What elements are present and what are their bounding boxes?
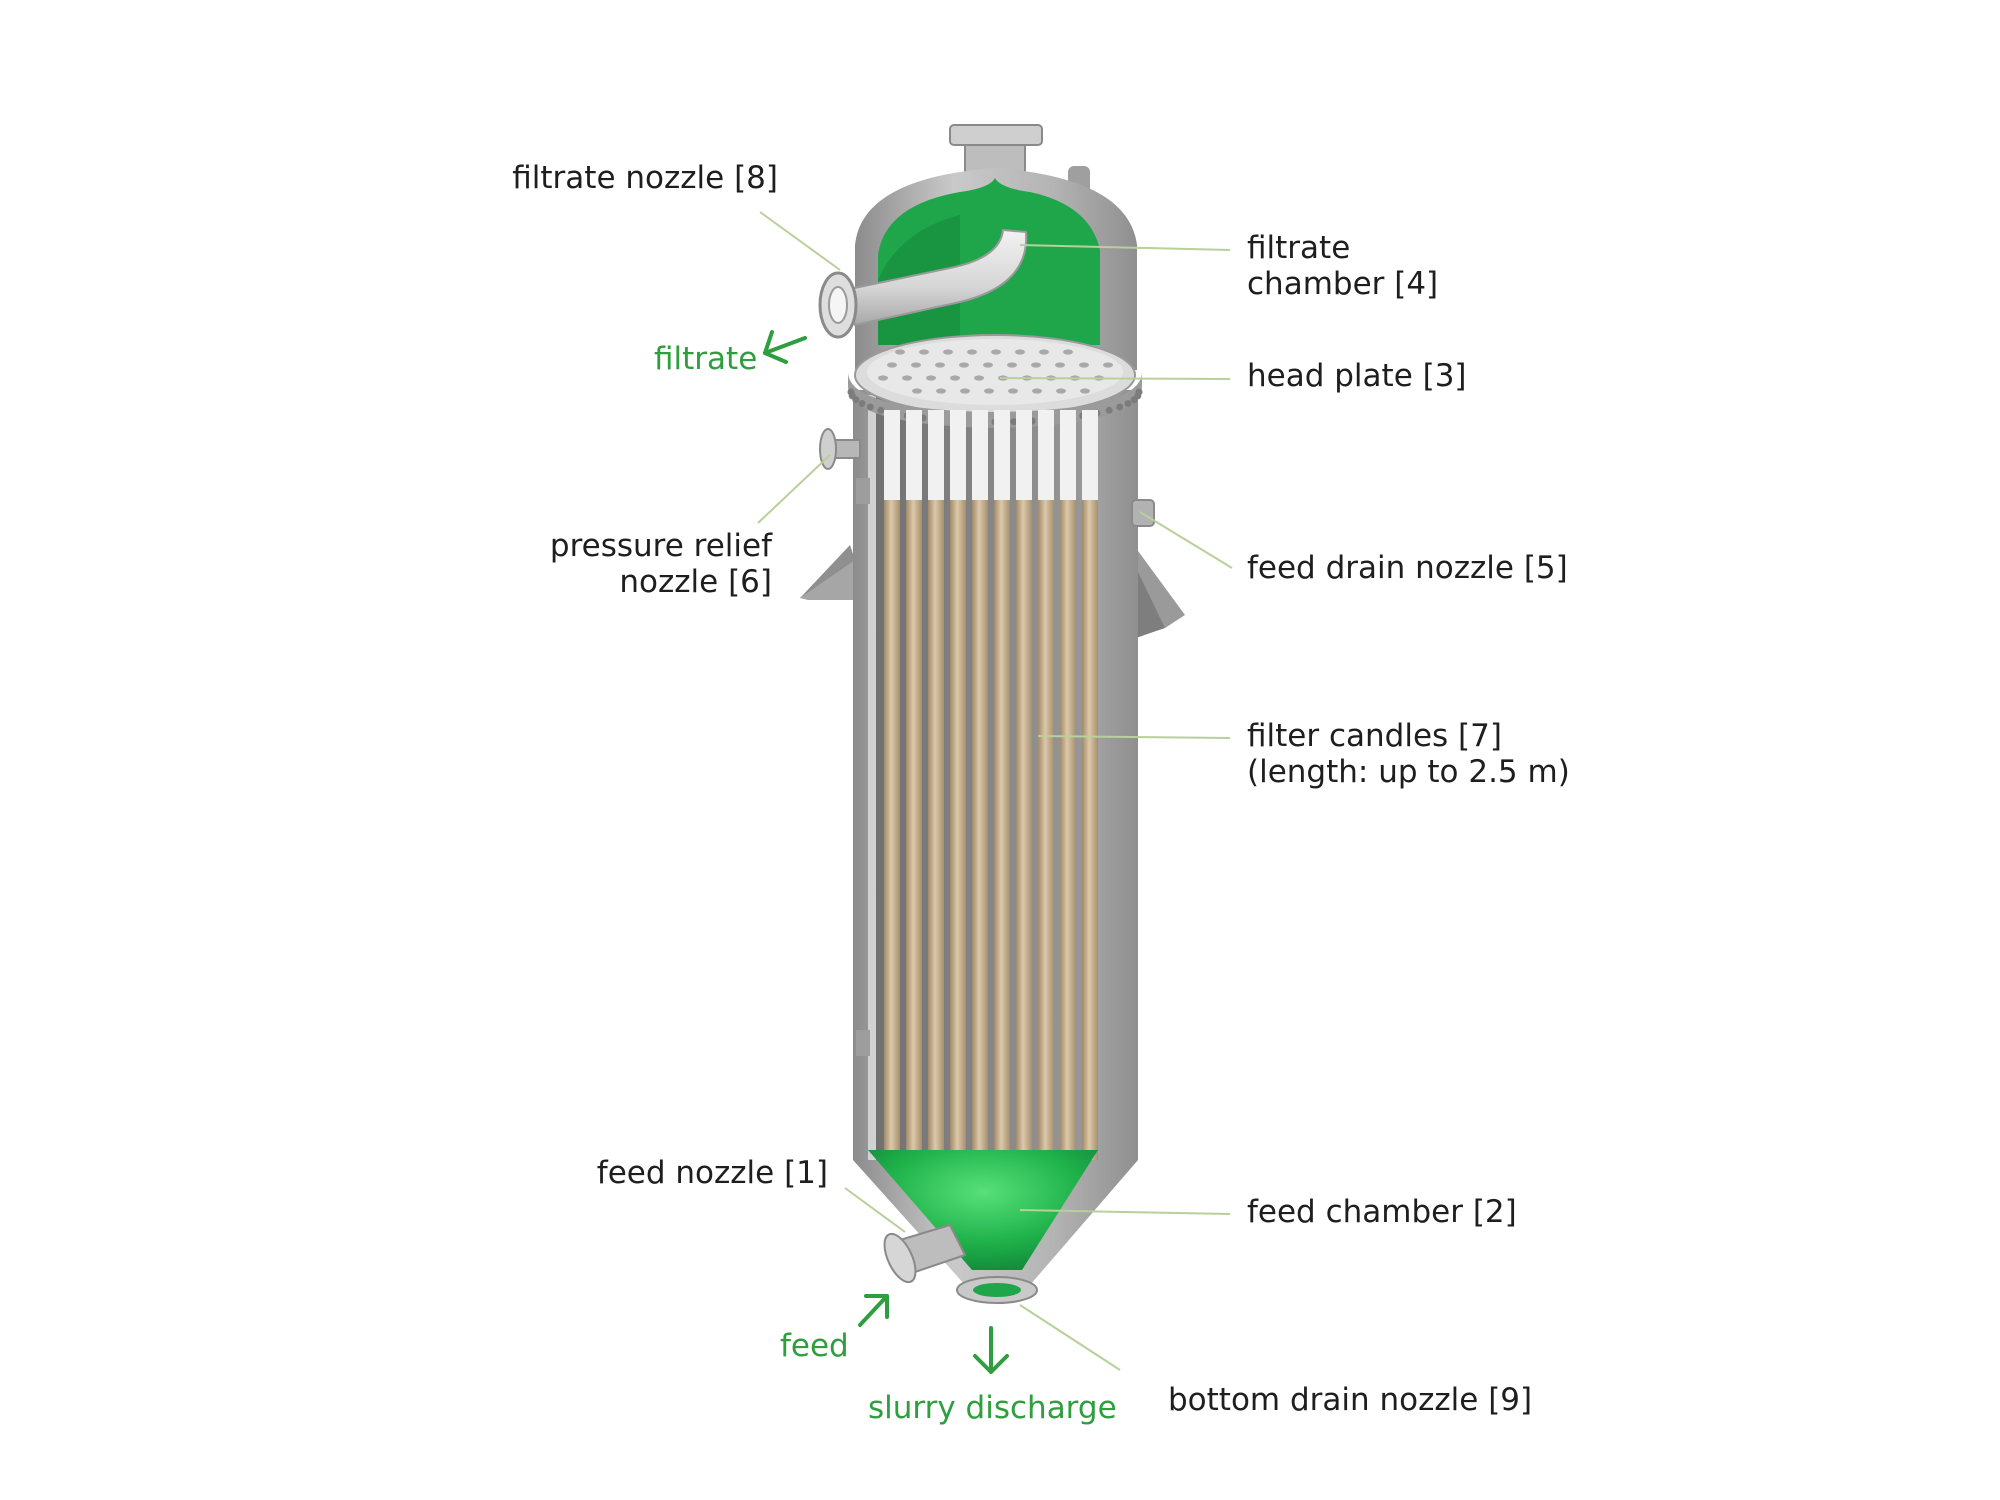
- label-feed-chamber: feed chamber [2]: [1247, 1194, 1517, 1230]
- flow-arrows: [763, 330, 1009, 1374]
- filter-candle: [994, 410, 1010, 1176]
- label-text: feed chamber [2]: [1247, 1194, 1517, 1230]
- label-filtrate-chamber: filtrate chamber [4]: [1247, 230, 1438, 302]
- leader-feed-nozzle: [844, 1187, 906, 1233]
- head-plate-inner: [867, 339, 1123, 405]
- label-text: (length: up to 2.5 m): [1247, 754, 1570, 790]
- flow-label-filtrate: filtrate: [654, 341, 758, 377]
- filter-vessel: [800, 124, 1185, 1304]
- arrow-icon: [858, 1294, 889, 1327]
- label-feed-drain-nozzle: feed drain nozzle [5]: [1247, 550, 1568, 586]
- label-pressure-relief-nozzle: pressure relief nozzle [6]: [540, 528, 772, 600]
- leader-pressure-relief: [757, 454, 831, 524]
- shell-lug-upper: [856, 478, 870, 504]
- label-text: filtrate: [1247, 230, 1351, 266]
- feed-nozzle-flange: [883, 1232, 917, 1284]
- filter-candle: [1016, 410, 1032, 1176]
- label-feed-nozzle: feed nozzle [1]: [560, 1155, 828, 1191]
- leader-filter-candles: [1037, 735, 1231, 739]
- leader-lines: [757, 211, 1233, 1371]
- top-nozzle-flange: [949, 124, 1043, 146]
- filter-candles: [884, 410, 1098, 1176]
- label-text: chamber [4]: [1247, 266, 1439, 302]
- label-text: feed drain nozzle [5]: [1247, 550, 1568, 586]
- shell-edge: [868, 395, 876, 1160]
- filter-candle: [1038, 410, 1054, 1176]
- leader-feed-chamber: [1019, 1209, 1231, 1215]
- arrow-icon: [973, 1326, 1009, 1374]
- label-text: filter candles [7]: [1247, 718, 1502, 754]
- leader-filtrate-chamber: [1019, 244, 1231, 251]
- filter-candle: [884, 410, 900, 1176]
- flow-label-feed: feed: [780, 1328, 849, 1364]
- filtrate-nozzle-bore: [828, 286, 848, 324]
- leader-filtrate-nozzle: [759, 211, 841, 271]
- pressure-relief-flange: [819, 428, 837, 470]
- label-filtrate-nozzle: filtrate nozzle [8]: [505, 160, 778, 196]
- label-text: head plate [3]: [1247, 358, 1467, 394]
- label-text: bottom drain nozzle [9]: [1168, 1382, 1533, 1418]
- filter-candle: [906, 410, 922, 1176]
- arrow-icon: [763, 330, 807, 364]
- leader-head-plate: [999, 377, 1231, 380]
- filter-candle: [1060, 410, 1076, 1176]
- filter-candle: [1082, 410, 1098, 1176]
- leader-bottom-drain: [1019, 1304, 1121, 1371]
- label-bottom-drain-nozzle: bottom drain nozzle [9]: [1168, 1382, 1532, 1418]
- filtrate-elbow-pipe: [843, 228, 1028, 327]
- feed-chamber-fill: [868, 1150, 1098, 1270]
- label-text: filtrate nozzle [8]: [512, 160, 778, 196]
- label-text: pressure relief: [549, 528, 772, 564]
- filter-candle: [928, 410, 944, 1176]
- leader-feed-drain: [1139, 511, 1233, 569]
- filter-candle: [950, 410, 966, 1176]
- label-filter-candles: filter candles [7] (length: up to 2.5 m): [1247, 718, 1570, 790]
- support-bracket-left: [800, 545, 855, 600]
- support-bracket-left-face: [800, 560, 860, 600]
- flow-label-slurry-discharge: slurry discharge: [868, 1390, 1117, 1426]
- bottom-drain-bore: [973, 1283, 1021, 1297]
- label-head-plate: head plate [3]: [1247, 358, 1467, 394]
- support-bracket-right: [1125, 540, 1185, 628]
- label-text: feed nozzle [1]: [596, 1155, 828, 1191]
- shell-lug-lower: [856, 1030, 870, 1056]
- label-text: nozzle [6]: [619, 564, 772, 600]
- filter-candle: [972, 410, 988, 1176]
